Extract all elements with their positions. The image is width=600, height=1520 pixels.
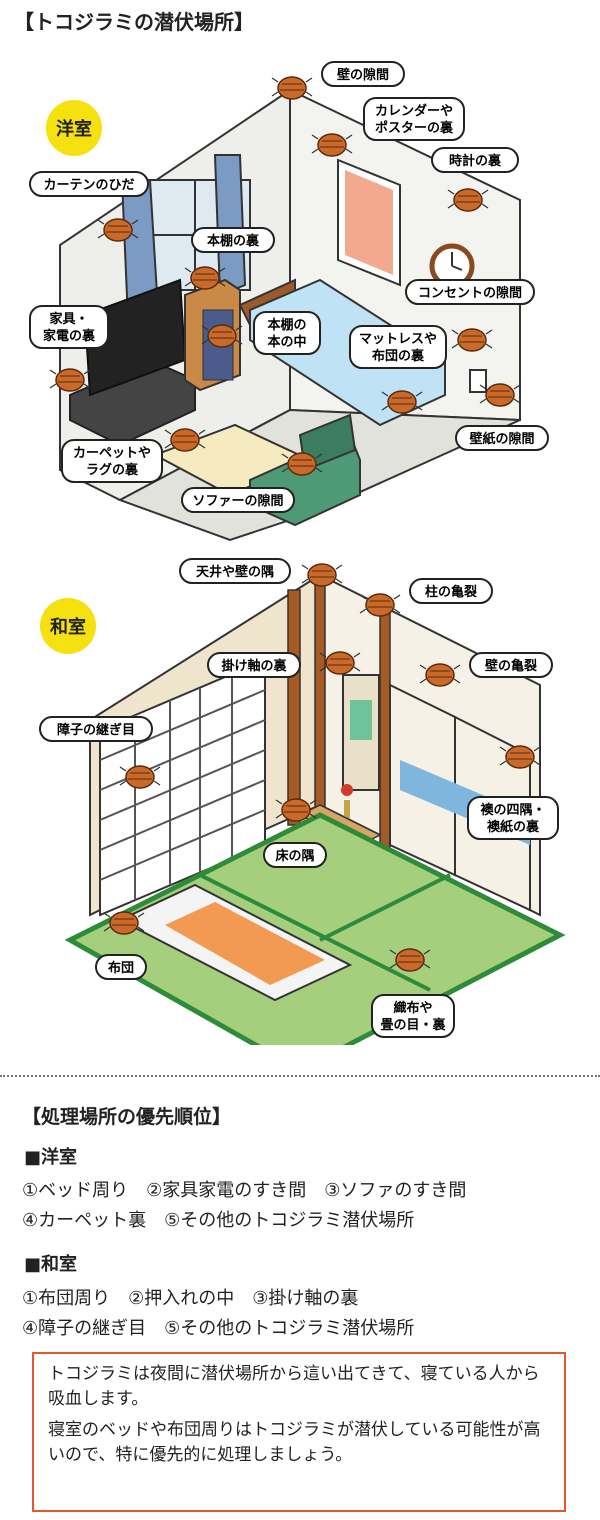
priority-western-line1: ①ベッド周り ②家具家電のすき間 ③ソファのすき間 — [22, 1180, 467, 1201]
label-futon: 布団 — [108, 960, 134, 976]
label-books-line2: 本の中 — [267, 334, 306, 350]
page-title: 【トコジラミの潜伏場所】 — [14, 10, 254, 34]
label-fusuma-line1: 襖の四隅・ — [480, 802, 545, 818]
bug-icon — [271, 76, 313, 100]
label-wall-crack: 壁の亀裂 — [485, 658, 538, 674]
label-scroll: 掛け軸の裏 — [221, 658, 287, 674]
bug-icon — [184, 266, 226, 290]
section-divider — [0, 1075, 600, 1077]
note-paragraph-2: 寝室のベッドや布団周りはトコジラミが潜伏している可能性が高いので、特に優先的に処… — [48, 1420, 541, 1465]
bug-icon — [103, 911, 145, 935]
label-furniture-line2: 家電の裏 — [43, 328, 96, 344]
bug-icon — [49, 368, 91, 392]
bug-icon — [359, 593, 401, 617]
bug-icon — [201, 324, 243, 348]
label-carpet-line2: ラグの裏 — [86, 462, 139, 478]
priority-japanese-line1: ①布団周り ②押入れの中 ③掛け軸の裏 — [22, 1288, 359, 1309]
label-shelf-back: 本棚の裏 — [207, 233, 260, 249]
label-mattress-line1: マットレスや — [359, 332, 437, 347]
bug-icon — [479, 383, 521, 407]
bug-icon — [97, 218, 139, 242]
note-box: トコジラミは夜間に潜伏場所から這い出てきて、寝ている人から吸血します。 寝室のベ… — [32, 1352, 566, 1512]
bug-icon — [281, 452, 323, 476]
label-fusuma-line2: 襖紙の裏 — [487, 819, 540, 835]
bug-icon — [381, 390, 423, 414]
priority-japanese-line2: ④障子の継ぎ目 ⑤その他のトコジラミ潜伏場所 — [22, 1318, 415, 1339]
label-calendar-line1: カレンダーや — [375, 103, 453, 119]
bug-icon — [389, 948, 431, 972]
priority-heading: 【処理場所の優先順位】 — [22, 1106, 232, 1128]
label-shoji: 障子の継ぎ目 — [57, 722, 135, 738]
bug-icon — [275, 798, 317, 822]
label-mattress-line2: 布団の裏 — [372, 348, 425, 364]
bug-icon — [119, 765, 161, 789]
label-clock: 時計の裏 — [449, 153, 502, 169]
label-tatami-line2: 畳の目・裏 — [380, 1017, 446, 1033]
label-ceiling: 天井や壁の隅 — [196, 564, 274, 580]
bug-icon — [164, 428, 206, 452]
label-sofa: ソファーの隙間 — [192, 493, 283, 509]
priority-western-heading: ■洋室 — [24, 1147, 78, 1168]
label-wallpaper: 壁紙の隙間 — [469, 431, 534, 447]
bug-icon — [301, 563, 343, 587]
japanese-bug-labels: 天井や壁の隅 柱の亀裂 掛け軸の裏 壁の亀裂 障子の継ぎ目 襖の四隅・ 襖紙の裏… — [39, 558, 559, 1038]
priority-japanese-heading: ■和室 — [24, 1254, 78, 1275]
bug-icon — [451, 328, 493, 352]
label-floor-corner: 床の隅 — [275, 848, 314, 864]
japanese-badge: 和室 — [40, 598, 96, 654]
label-outlet: コンセントの隙間 — [418, 285, 522, 301]
bug-icon — [311, 133, 353, 157]
bug-icon — [319, 651, 361, 675]
label-books-line1: 本棚の — [267, 317, 306, 333]
label-wall-gap: 壁の隙間 — [337, 67, 389, 83]
label-curtain: カーテンのひだ — [43, 178, 134, 193]
western-bug-labels: 壁の隙間 カレンダーや ポスターの裏 時計の裏 カーテンのひだ 本棚の裏 コンセ… — [29, 61, 549, 513]
bug-icon — [447, 188, 489, 212]
note-paragraph-1: トコジラミは夜間に潜伏場所から這い出てきて、寝ている人から吸血します。 — [48, 1364, 540, 1409]
bug-icon — [419, 663, 461, 687]
western-badge: 洋室 — [46, 100, 102, 156]
label-carpet-line1: カーペットや — [73, 446, 151, 461]
label-calendar-line2: ポスターの裏 — [375, 120, 454, 136]
label-furniture-line1: 家具・ — [49, 311, 88, 327]
label-pillar: 柱の亀裂 — [425, 584, 478, 600]
bug-icon — [499, 745, 541, 769]
priority-western-line2: ④カーペット裏 ⑤その他のトコジラミ潜伏場所 — [22, 1210, 415, 1231]
label-tatami-line1: 織布や — [393, 1000, 432, 1016]
